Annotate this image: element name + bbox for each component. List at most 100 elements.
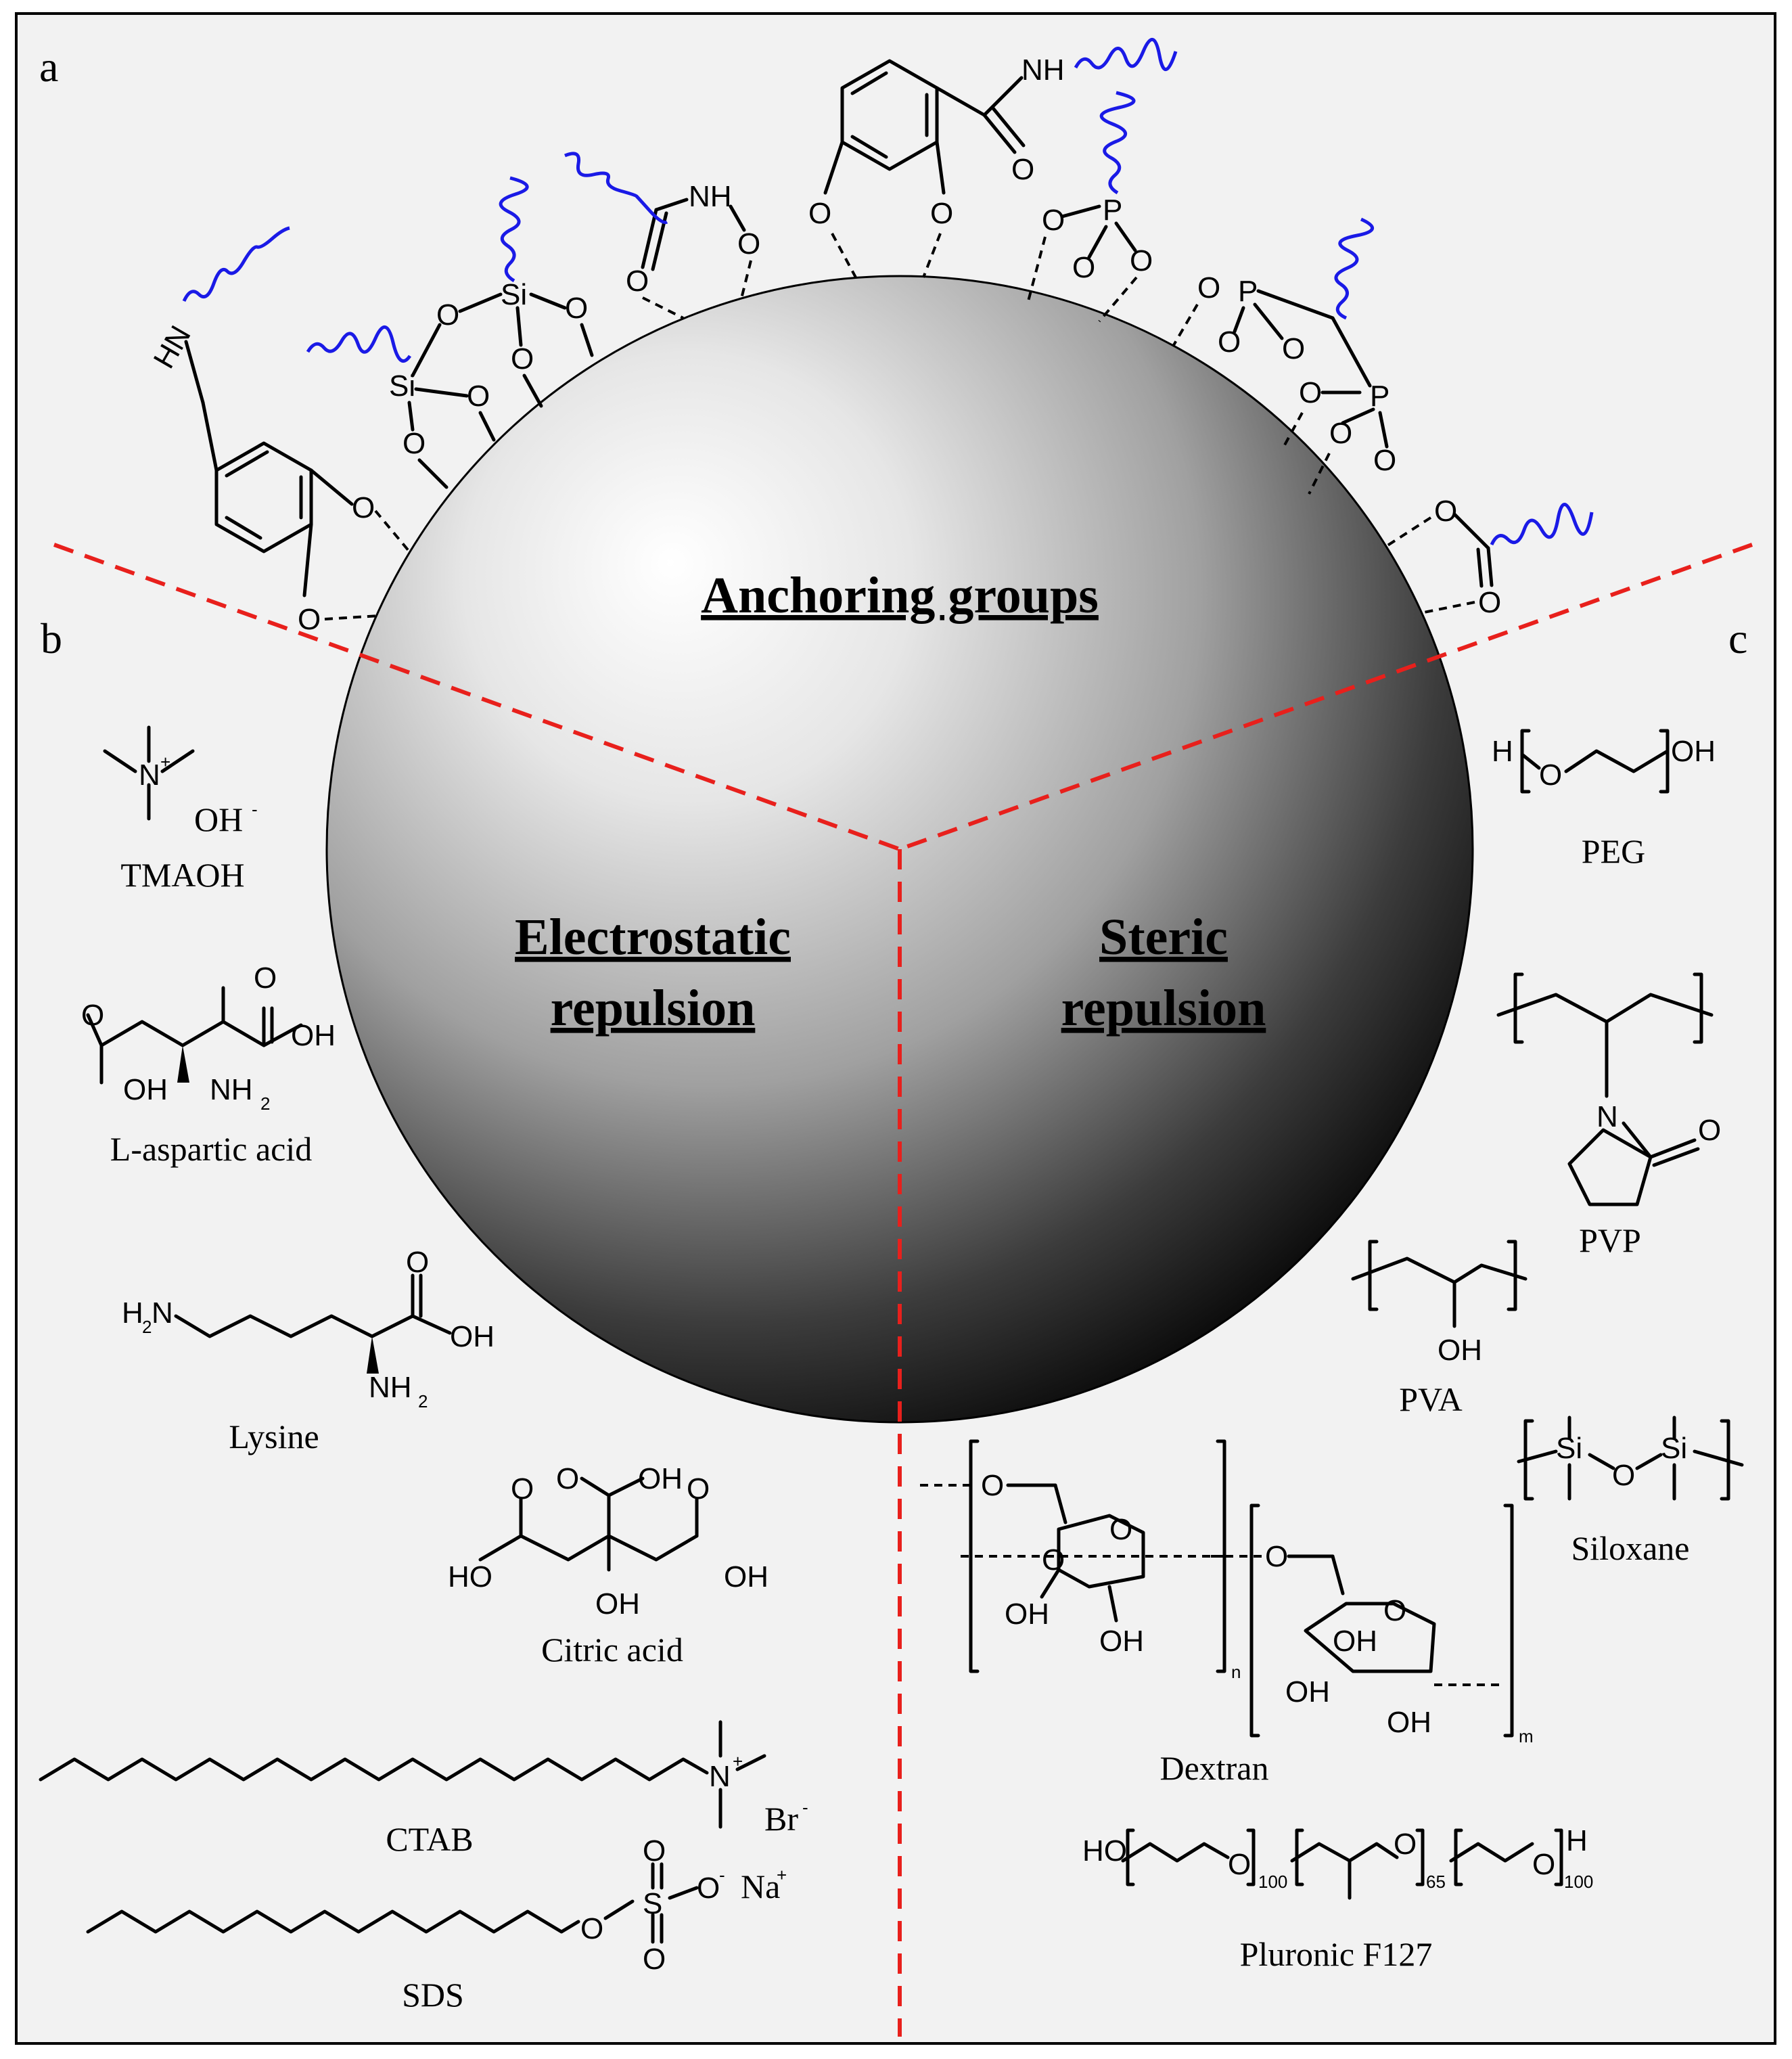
atom-n: N bbox=[139, 759, 160, 792]
subscript-2: 2 bbox=[260, 1093, 270, 1114]
atom-o: O bbox=[1539, 759, 1562, 792]
catechol-amide-anchor: NH O O O bbox=[808, 37, 1178, 278]
atom-o: O bbox=[1373, 444, 1396, 477]
atom-o: O bbox=[1109, 1513, 1132, 1546]
atom-o: O bbox=[1698, 1114, 1721, 1147]
atom-oh: OH bbox=[595, 1587, 640, 1621]
label-pva: PVA bbox=[1399, 1380, 1463, 1418]
atom-o: O bbox=[1197, 271, 1220, 304]
label-lysine: Lysine bbox=[229, 1418, 319, 1455]
atom-o: O bbox=[643, 1943, 666, 1976]
label-dextran: Dextran bbox=[1159, 1749, 1268, 1787]
atom-o: O bbox=[1042, 1543, 1065, 1577]
atom-o: O bbox=[352, 491, 375, 524]
atom-o: O bbox=[930, 197, 953, 230]
tmaoh-charge: - bbox=[252, 799, 258, 819]
atom-n: N bbox=[709, 1760, 731, 1793]
atom-o: O bbox=[1042, 204, 1065, 237]
charge-plus: + bbox=[733, 1751, 743, 1771]
label-aspartic-acid: L-aspartic acid bbox=[110, 1130, 312, 1168]
atom-oh: OH bbox=[1005, 1598, 1049, 1631]
label-pluronic: Pluronic F127 bbox=[1240, 1935, 1433, 1973]
label-pvp: PVP bbox=[1579, 1221, 1641, 1259]
carboxylate-anchor: O O bbox=[1382, 495, 1594, 619]
atom-o: O bbox=[737, 227, 760, 261]
atom-o: O bbox=[81, 999, 104, 1032]
label-tmaoh: TMAOH bbox=[120, 856, 244, 894]
atom-nh: NH bbox=[689, 180, 732, 213]
atom-o: O bbox=[511, 342, 534, 376]
panel-label-c: c bbox=[1728, 614, 1747, 662]
atom-o: O bbox=[1612, 1459, 1635, 1492]
atom-p: P bbox=[1370, 380, 1389, 413]
subscript-2: 2 bbox=[142, 1317, 152, 1337]
region-title-anchoring: Anchoring groups bbox=[701, 567, 1099, 624]
atom-o: O bbox=[1478, 586, 1501, 619]
atom-o: O bbox=[1228, 1848, 1251, 1881]
ctab-counterion: Br bbox=[764, 1800, 798, 1838]
atom-o: O bbox=[1329, 417, 1352, 450]
atom-o: O bbox=[1434, 495, 1457, 528]
structure-dextran: n m O O O OH OH O O OH OH OH Dextran bbox=[920, 1439, 1534, 1787]
atom-o: O bbox=[1265, 1540, 1288, 1573]
amide-anchor: NH O O bbox=[564, 152, 760, 319]
atom-o: O bbox=[254, 961, 277, 995]
region-title-steric-line2: repulsion bbox=[1061, 980, 1266, 1037]
atom-o: O bbox=[406, 1246, 429, 1279]
charge-minus: - bbox=[719, 1865, 725, 1885]
structure-aspartic-acid: O OH O OH NH 2 L-aspartic acid bbox=[81, 961, 336, 1168]
region-title-electrostatic-line1: Electrostatic bbox=[515, 909, 791, 966]
atom-o: O bbox=[697, 1872, 720, 1905]
region-title-electrostatic-line2: repulsion bbox=[551, 980, 756, 1037]
atom-oh: OH bbox=[1438, 1334, 1482, 1367]
atom-oh: OH bbox=[638, 1462, 683, 1495]
atom-nh2: NH bbox=[210, 1073, 253, 1106]
atom-o: O bbox=[1532, 1848, 1555, 1881]
atom-o: O bbox=[565, 292, 588, 325]
atom-o: O bbox=[1394, 1828, 1417, 1861]
atom-si: Si bbox=[389, 369, 415, 403]
label-siloxane: Siloxane bbox=[1571, 1529, 1690, 1567]
subscript-2: 2 bbox=[418, 1391, 428, 1411]
panel-label-a: a bbox=[39, 43, 58, 91]
atom-o: O bbox=[1383, 1594, 1406, 1627]
atom-n: N bbox=[1596, 1100, 1618, 1133]
atom-n: N bbox=[152, 1296, 173, 1330]
label-ctab: CTAB bbox=[386, 1820, 473, 1858]
atom-o: O bbox=[1072, 251, 1095, 284]
atom-s: S bbox=[643, 1887, 662, 1920]
atom-o: O bbox=[467, 380, 490, 413]
atom-o: O bbox=[1299, 376, 1322, 409]
atom-oh: OH bbox=[1387, 1706, 1431, 1739]
atom-o: O bbox=[626, 265, 649, 298]
structure-pvp: N O PVP bbox=[1496, 972, 1721, 1259]
atom-o: O bbox=[643, 1834, 666, 1868]
atom-p: P bbox=[1103, 194, 1122, 227]
structure-pva: OH PVA bbox=[1351, 1240, 1527, 1418]
atom-o: O bbox=[1011, 153, 1034, 186]
atom-oh: OH bbox=[1333, 1625, 1377, 1658]
panel-label-b: b bbox=[41, 614, 62, 662]
atom-o: O bbox=[808, 197, 831, 230]
atom-o: O bbox=[687, 1472, 710, 1506]
anchoring-groups: O O HN Si Si O O O O O bbox=[147, 37, 1594, 636]
atom-ho: HO bbox=[1082, 1834, 1127, 1868]
atom-oh: OH bbox=[1285, 1675, 1330, 1709]
atom-oh: OH bbox=[291, 1019, 336, 1052]
label-peg: PEG bbox=[1582, 832, 1645, 870]
tmaoh-counterion: OH bbox=[194, 800, 243, 838]
structure-siloxane: Si O Si Siloxane bbox=[1517, 1416, 1744, 1567]
pluronic-block-2: 65 bbox=[1426, 1872, 1446, 1892]
atom-ho: HO bbox=[448, 1560, 492, 1593]
atom-si: Si bbox=[501, 278, 527, 311]
atom-oh: OH bbox=[724, 1560, 768, 1593]
region-dividers bbox=[53, 543, 1753, 2037]
atom-o: O bbox=[580, 1912, 603, 1945]
structure-pluronic: HO O 100 O 65 O 100 H Pluronic F127 bbox=[1082, 1824, 1593, 1973]
structure-tmaoh: N + OH - TMAOH bbox=[103, 725, 258, 894]
dextran-repeat-m: m bbox=[1519, 1726, 1534, 1746]
bisphosphonate-anchor: P P O O O O O O bbox=[1172, 217, 1396, 495]
structure-citric-acid: O O HO OH OH O OH Citric acid bbox=[448, 1462, 768, 1669]
structure-lysine: H 2 N O OH NH 2 Lysine bbox=[122, 1246, 495, 1455]
